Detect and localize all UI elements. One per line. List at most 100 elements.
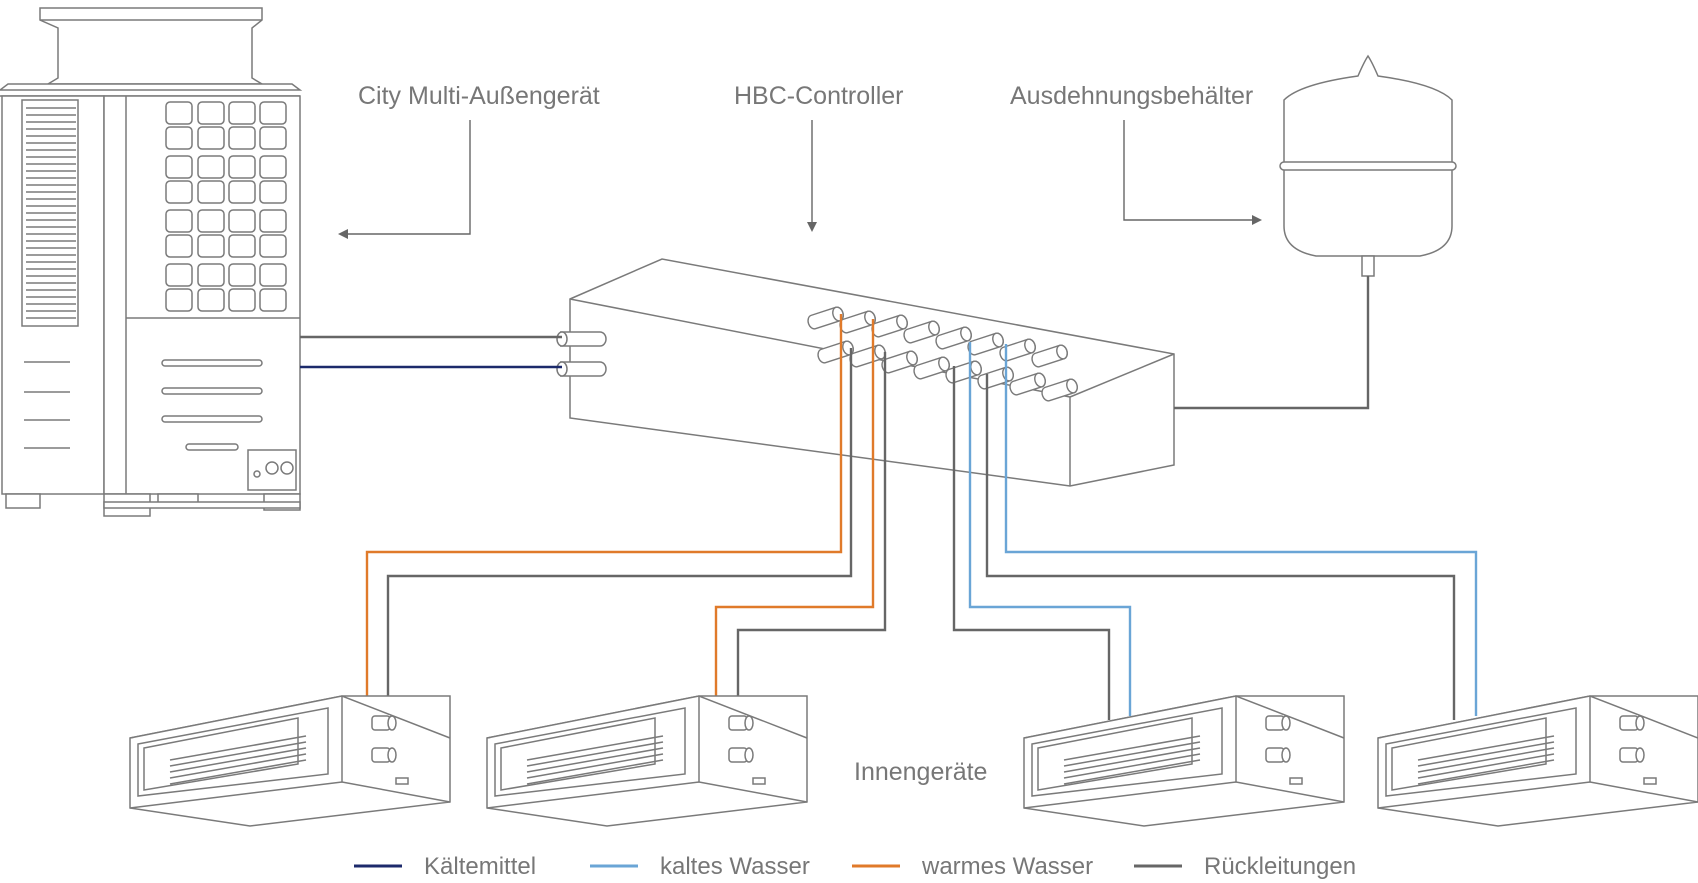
grille-cell [165,288,193,312]
legend-label-cold-water: kaltes Wasser [660,853,810,880]
unit-port-end [387,715,397,731]
left-louvres [26,107,76,319]
grille-cell [165,155,193,179]
grille-cell [165,209,193,233]
unit-port-end [744,747,754,763]
unit-grille-slat [169,747,307,773]
indoor-unit-4 [1377,695,1698,827]
indoor-unit-1 [129,695,451,827]
grille-cell [259,209,287,233]
indoor-unit-3 [1023,695,1345,827]
grille-cell [259,263,287,287]
hbc-pipe-stub [871,314,908,338]
unit-port-end [744,715,754,731]
hbc-pipe-stub [1041,378,1078,402]
legend-label-return: Rückleitungen [1204,853,1356,880]
unit-grille-slat [526,753,664,779]
grille-cell [197,101,225,125]
hbc-pipe-stub [1031,344,1068,368]
grille-cell [197,155,225,179]
stub-end [874,344,886,360]
stub-end [970,360,982,376]
hbc-pipe-stub [935,326,972,350]
grille-cell [197,288,225,312]
grille-cell [259,155,287,179]
grille-cell [165,180,193,204]
unit-grille-inner [1391,717,1547,791]
label-expansion-tank: Ausdehnungsbehälter [1010,82,1253,110]
grille-cell [197,126,225,150]
unit-port-end [1635,747,1645,763]
grille-cell [165,263,193,287]
indoor-units [129,695,1698,827]
unit-bottom [129,781,451,809]
unit-grille-inner [500,717,656,791]
pipes [300,276,1478,720]
unit-drain [752,777,766,785]
unit-grille-slat [169,753,307,779]
grille-cell [165,234,193,258]
unit-grille-slat [1417,741,1555,767]
stub-end [938,356,950,372]
grille-cell [228,101,256,125]
stub-end [1056,344,1068,360]
hbc-controller [556,258,1175,487]
hbc-pipe-stub [903,320,940,344]
unit-grille-slat [1063,759,1201,785]
grille-cell [228,180,256,204]
stub-end [1066,378,1078,394]
unit-grille-slat [1063,741,1201,767]
outdoor-unit [0,7,303,517]
grille-cell [228,209,256,233]
unit-grille-slat [169,735,307,761]
unit-bottom [1377,781,1698,809]
unit-grille-inner [1037,717,1193,791]
stub-end [1034,372,1046,388]
grille-cell [228,234,256,258]
grille-cell [197,263,225,287]
indoor-unit-2 [486,695,808,827]
stub-end [896,314,908,330]
unit-grille-slat [1063,747,1201,773]
unit-port-end [1281,715,1291,731]
unit-bottom [1023,781,1345,809]
unit-grille-slat [1417,747,1555,773]
expansion-tank [1279,54,1457,277]
unit-grille-slat [526,735,664,761]
label-hbc-controller: HBC-Controller [734,82,903,110]
unit-grille-slat [1063,753,1201,779]
hbc-pipe-stub [1009,372,1046,396]
unit-grille-slat [1063,735,1201,761]
unit-port-end [387,747,397,763]
stub-end [928,320,940,336]
unit-drain [395,777,409,785]
unit-grille-slat [169,741,307,767]
unit-grille-slat [1417,753,1555,779]
grille-cell [197,209,225,233]
grille-cell [165,101,193,125]
label-indoor-units: Innengeräte [854,758,987,786]
grille-cell [197,234,225,258]
unit-grille-inner [143,717,299,791]
unit-grille-slat [1417,759,1555,785]
unit-drain [1643,777,1657,785]
grille-cell [259,101,287,125]
label-outdoor-unit: City Multi-Außengerät [358,82,600,110]
unit-port-end [1281,747,1291,763]
hbc-pipe-stub [913,356,950,380]
fan-grille [165,101,287,312]
unit-port-end [1635,715,1645,731]
unit-grille-slat [526,747,664,773]
annotation-arrows [338,120,1262,239]
hbc-pipe-stub [967,332,1004,356]
stub-end [906,350,918,366]
unit-grille-slat [1417,735,1555,761]
unit-bottom [486,781,808,809]
grille-cell [228,155,256,179]
grille-cell [259,288,287,312]
grille-cell [259,180,287,204]
unit-grille-slat [169,759,307,785]
grille-cell [259,234,287,258]
hbc-pipe-stub [999,338,1036,362]
